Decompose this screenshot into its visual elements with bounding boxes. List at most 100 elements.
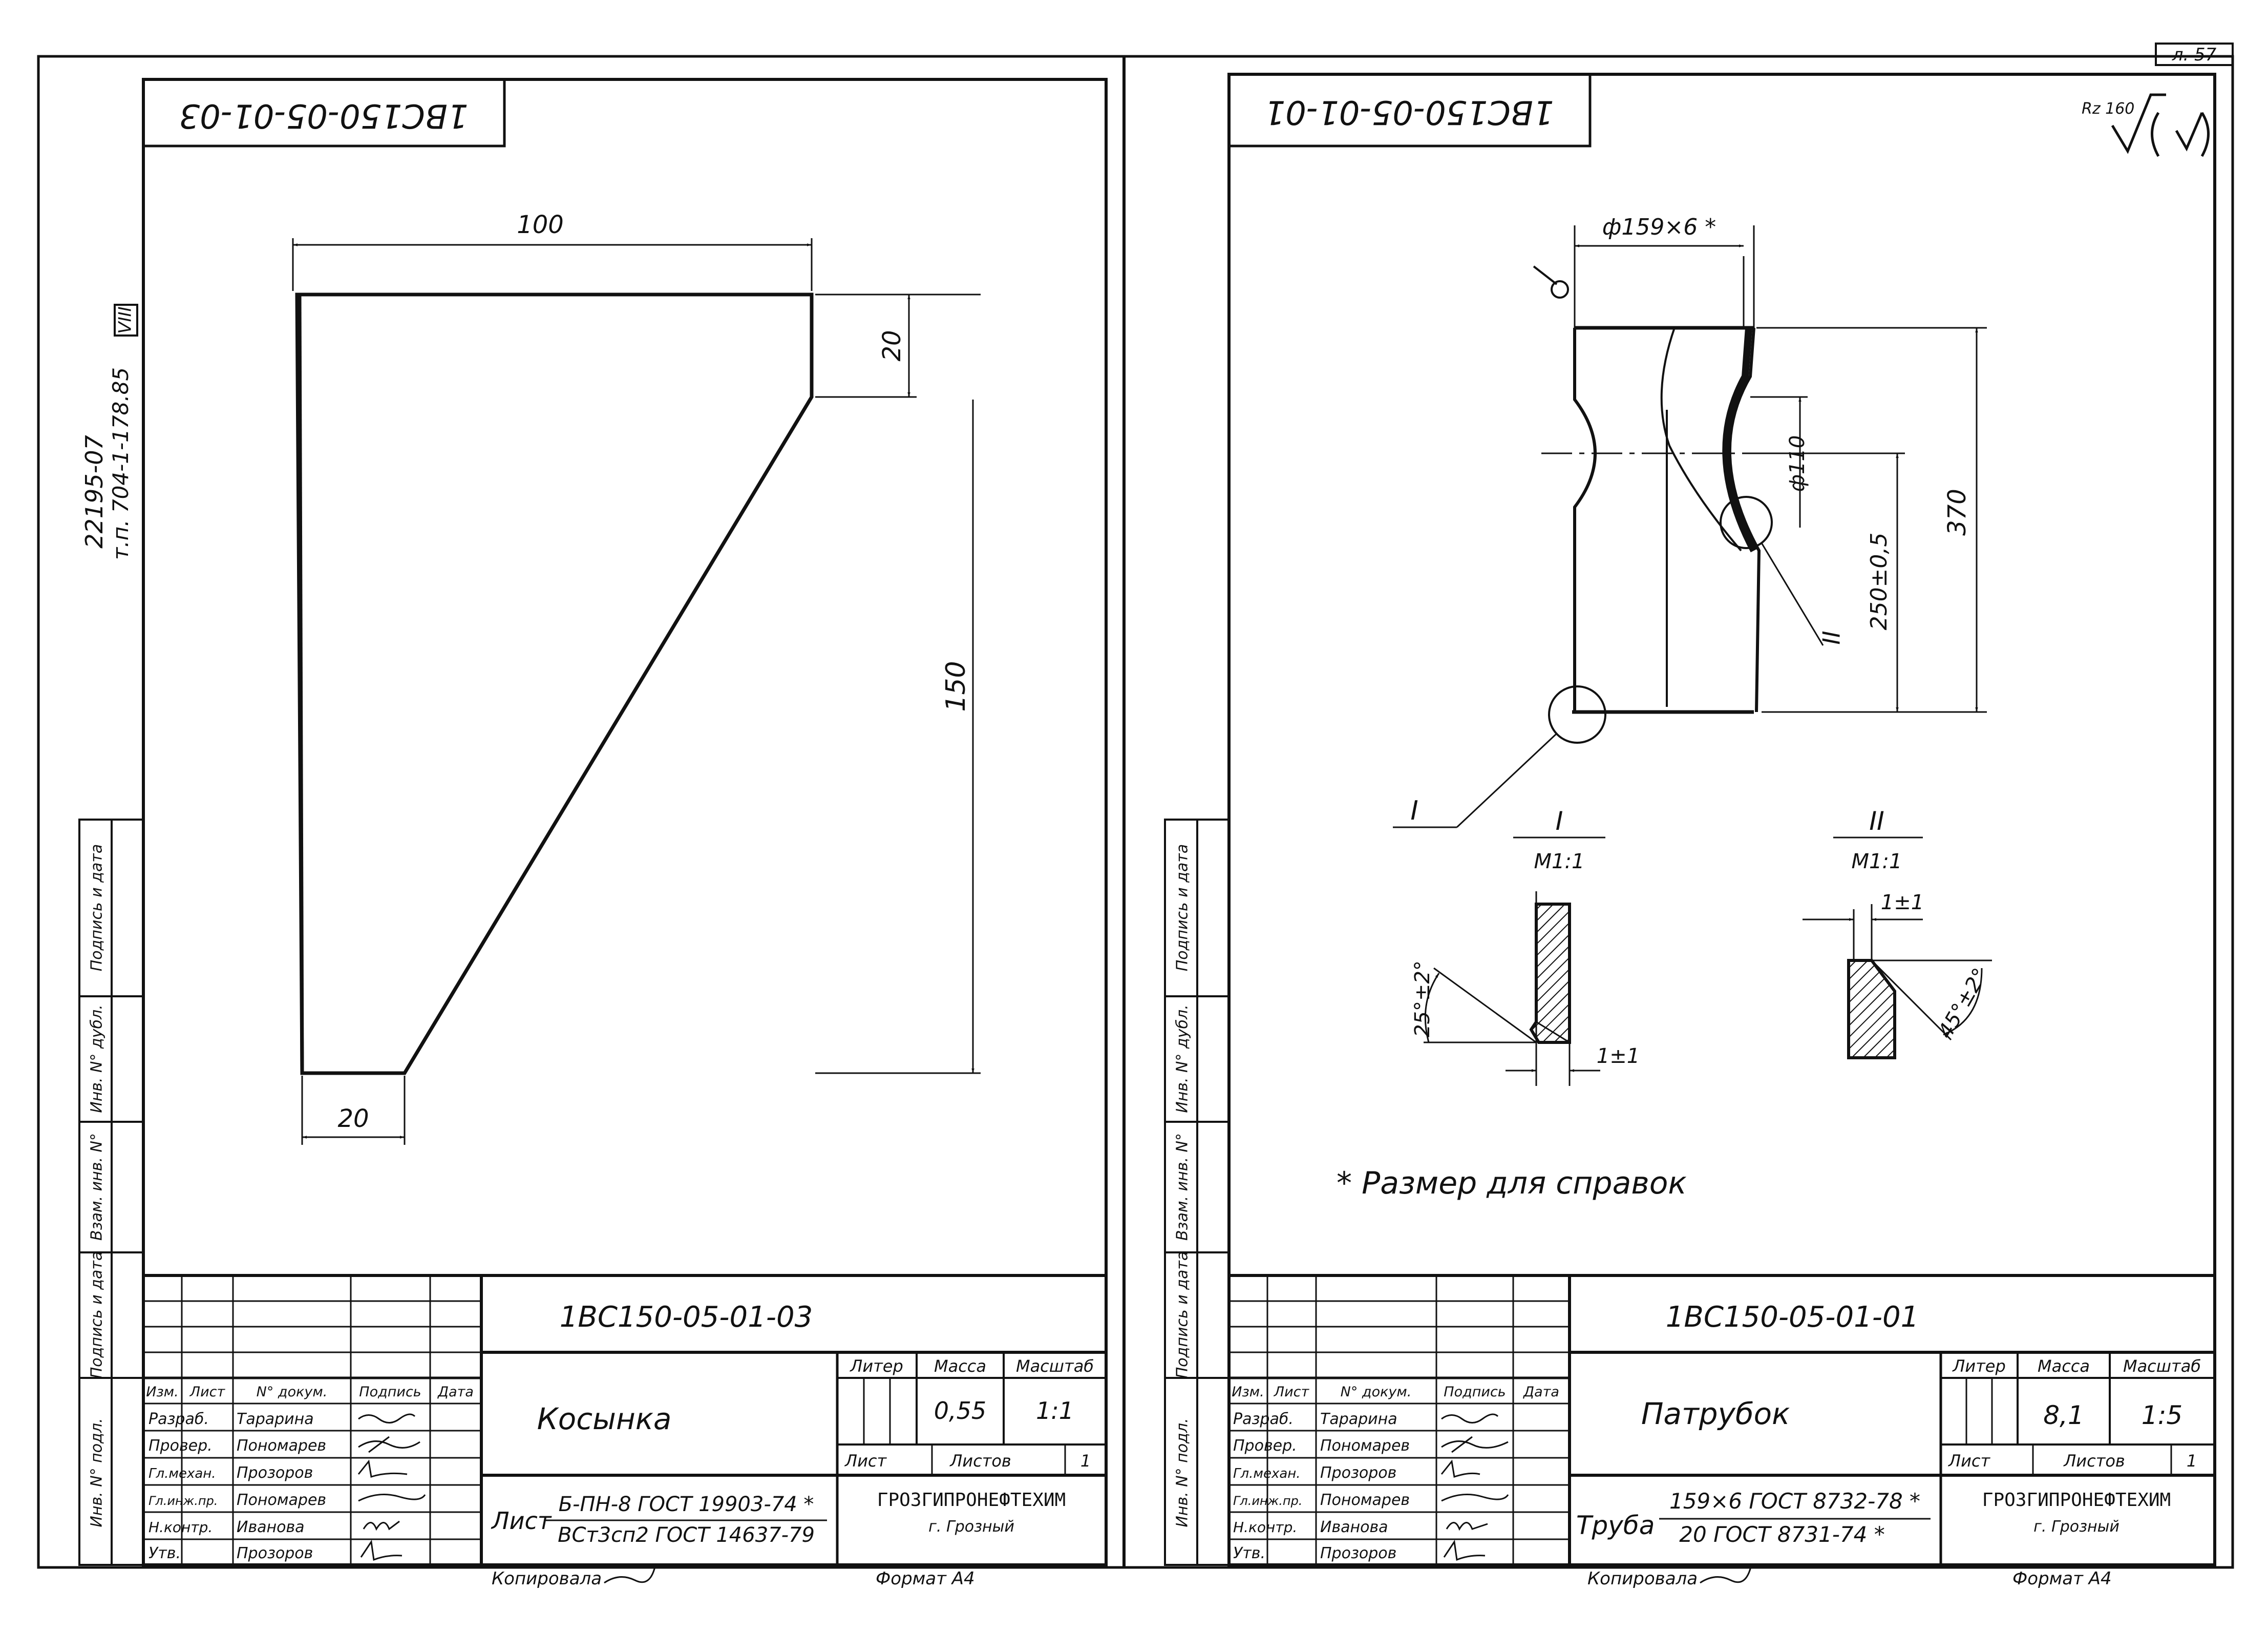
svg-text:Прозоров: Прозоров xyxy=(237,1544,313,1562)
svg-text:Прозоров: Прозоров xyxy=(1320,1464,1396,1482)
svg-text:Тарарина: Тарарина xyxy=(1320,1410,1397,1428)
callout-ii-label: II xyxy=(1818,631,1846,644)
svg-text:л. 57: л. 57 xyxy=(2172,45,2217,65)
right-designation: 1ВС150-05-01-01 xyxy=(1666,1301,1919,1334)
svg-text:Подпись и дата: Подпись и дата xyxy=(88,1251,106,1379)
svg-text:г. Грозный: г. Грозный xyxy=(2033,1518,2119,1536)
left-sheet: 1ВС150-05-01-03 22195-07 т.п. 704-1-178.… xyxy=(37,55,1126,1589)
left-outer-frame xyxy=(37,55,1126,1569)
callout-i-label: I xyxy=(1410,795,1418,826)
svg-text:Пономарев: Пономарев xyxy=(237,1491,326,1509)
svg-text:Лист: Лист xyxy=(844,1451,887,1471)
svg-text:Изм.: Изм. xyxy=(1232,1384,1264,1400)
svg-text:1ВС150-05-01-03: 1ВС150-05-01-03 xyxy=(179,96,468,134)
svg-text:Дата: Дата xyxy=(437,1384,474,1400)
svg-text:Листов: Листов xyxy=(2063,1451,2125,1471)
svg-text:1:1: 1:1 xyxy=(1036,1397,1074,1425)
left-code-stamp: 1ВС150-05-01-03 xyxy=(142,78,506,148)
dim-height-370: 370 xyxy=(1943,489,1972,536)
svg-text:Гл.механ.: Гл.механ. xyxy=(1233,1466,1301,1481)
svg-text:Лист: Лист xyxy=(1274,1384,1310,1400)
svg-text:1ВС150-05-01-01: 1ВС150-05-01-01 xyxy=(1264,93,1554,131)
right-copied: Копировала xyxy=(1587,1568,1698,1589)
svg-text:Прозоров: Прозоров xyxy=(237,1464,313,1482)
svg-text:Утв.: Утв. xyxy=(1233,1544,1265,1562)
svg-text:М1:1: М1:1 xyxy=(1534,850,1585,873)
right-code-stamp: 1ВС150-05-01-01 xyxy=(1227,73,1592,148)
svg-text:Прозоров: Прозоров xyxy=(1320,1544,1396,1562)
svg-text:Масштаб: Масштаб xyxy=(1016,1356,1094,1376)
svg-text:Литер: Литер xyxy=(1952,1356,2006,1376)
svg-text:I: I xyxy=(1556,806,1563,836)
svg-text:Подпись: Подпись xyxy=(359,1384,421,1400)
svg-text:Н.контр.: Н.контр. xyxy=(1233,1519,1297,1536)
svg-text:159×6 ГОСТ 8732-78 *: 159×6 ГОСТ 8732-78 * xyxy=(1669,1489,1920,1514)
reference-note: * Размер для справок xyxy=(1337,1165,1687,1201)
svg-text:1±1: 1±1 xyxy=(1881,891,1924,914)
right-title-block-text: Изм. Лист N° докум. Подпись Дата Разраб.… xyxy=(1232,1301,2201,1562)
svg-text:ВСт3сп2 ГОСТ 14637-79: ВСт3сп2 ГОСТ 14637-79 xyxy=(558,1523,815,1547)
svg-text:1±1: 1±1 xyxy=(1597,1044,1640,1068)
page-ref: л. 57 xyxy=(2155,43,2234,66)
svg-text:Взам. инв. N°: Взам. инв. N° xyxy=(1174,1133,1192,1241)
svg-text:Лист: Лист xyxy=(491,1507,552,1535)
svg-text:Гл.инж.пр.: Гл.инж.пр. xyxy=(149,1494,218,1508)
svg-text:II: II xyxy=(1869,806,1884,836)
left-title-block xyxy=(142,1274,1108,1566)
right-part-name: Патрубок xyxy=(1641,1396,1790,1431)
svg-text:Б-ПН-8 ГОСТ 19903-74 *: Б-ПН-8 ГОСТ 19903-74 * xyxy=(559,1493,814,1516)
right-format: Формат А4 xyxy=(2012,1568,2112,1589)
svg-text:Разраб.: Разраб. xyxy=(149,1410,209,1428)
svg-text:Пономарев: Пономарев xyxy=(1320,1491,1410,1509)
svg-text:Гл.механ.: Гл.механ. xyxy=(149,1466,216,1481)
right-inner-frame xyxy=(1227,73,2216,1566)
gusset-outline xyxy=(295,292,814,1075)
right-side-strip xyxy=(1164,819,1230,1566)
svg-text:Дата: Дата xyxy=(1523,1384,1559,1400)
svg-text:М1:1: М1:1 xyxy=(1852,850,1902,873)
dim-position: 250±0,5 xyxy=(1866,533,1892,631)
svg-text:0,55: 0,55 xyxy=(934,1397,986,1425)
dim-height: 150 xyxy=(941,661,971,711)
right-title-block xyxy=(1227,1274,2216,1566)
svg-text:Подпись и дата: Подпись и дата xyxy=(1174,844,1192,972)
svg-text:Листов: Листов xyxy=(949,1451,1011,1471)
svg-text:Тарарина: Тарарина xyxy=(237,1410,314,1428)
svg-text:1: 1 xyxy=(1080,1451,1091,1471)
svg-text:Гл.инж.пр.: Гл.инж.пр. xyxy=(1233,1494,1302,1508)
detail-ii: II М1:1 1±1 45°±2° xyxy=(1803,806,1993,1059)
svg-text:22195-07: 22195-07 xyxy=(80,435,108,548)
left-inner-frame xyxy=(142,78,1108,1566)
svg-text:N° докум.: N° докум. xyxy=(257,1384,328,1400)
svg-text:Разраб.: Разраб. xyxy=(1233,1410,1294,1428)
dim-width-bottom: 20 xyxy=(337,1104,369,1133)
svg-text:Rz 160: Rz 160 xyxy=(2082,100,2134,118)
svg-text:20 ГОСТ 8731-74 *: 20 ГОСТ 8731-74 * xyxy=(1679,1522,1884,1547)
roughness-symbol: Rz 160 xyxy=(2082,93,2210,157)
svg-text:Взам. инв. N°: Взам. инв. N° xyxy=(88,1133,106,1241)
dim-hole: ф110 xyxy=(1786,435,1809,492)
dim-diameter: ф159×6 * xyxy=(1602,214,1716,240)
svg-text:Лист: Лист xyxy=(1948,1451,1990,1471)
svg-text:Инв. N° подл.: Инв. N° подл. xyxy=(1174,1418,1192,1527)
svg-text:Подпись: Подпись xyxy=(1444,1384,1506,1400)
svg-text:Труба: Труба xyxy=(1576,1511,1655,1540)
svg-text:Инв. N° дубл.: Инв. N° дубл. xyxy=(88,1004,106,1113)
svg-text:VIII: VIII xyxy=(115,306,136,333)
detail-i: I М1:1 25°±2° 1±1 xyxy=(1411,806,1640,1086)
svg-text:Инв. N° дубл.: Инв. N° дубл. xyxy=(1174,1004,1192,1113)
svg-text:25°±2°: 25°±2° xyxy=(1411,960,1434,1037)
left-margin-note: 22195-07 т.п. 704-1-178.85 VIII xyxy=(80,304,138,560)
svg-text:г. Грозный: г. Грозный xyxy=(928,1518,1014,1536)
svg-text:т.п. 704-1-178.85: т.п. 704-1-178.85 xyxy=(108,367,133,560)
svg-text:Пономарев: Пономарев xyxy=(1320,1437,1410,1455)
svg-text:ГРОЗГИПРОНЕФТЕХИМ: ГРОЗГИПРОНЕФТЕХИМ xyxy=(1982,1490,2171,1511)
right-sheet: 1ВС150-05-01-01 Rz 160 xyxy=(1122,55,2234,1589)
left-title-block-text: Изм. Лист N° докум. Подпись Дата Разраб.… xyxy=(146,1301,1094,1562)
svg-text:N° докум.: N° докум. xyxy=(1341,1384,1412,1400)
right-outer-frame xyxy=(1122,55,2234,1569)
svg-text:Иванова: Иванова xyxy=(237,1518,305,1536)
svg-text:1: 1 xyxy=(2187,1451,2197,1471)
svg-text:Иванова: Иванова xyxy=(1320,1518,1388,1536)
svg-text:Провер.: Провер. xyxy=(1233,1437,1297,1455)
